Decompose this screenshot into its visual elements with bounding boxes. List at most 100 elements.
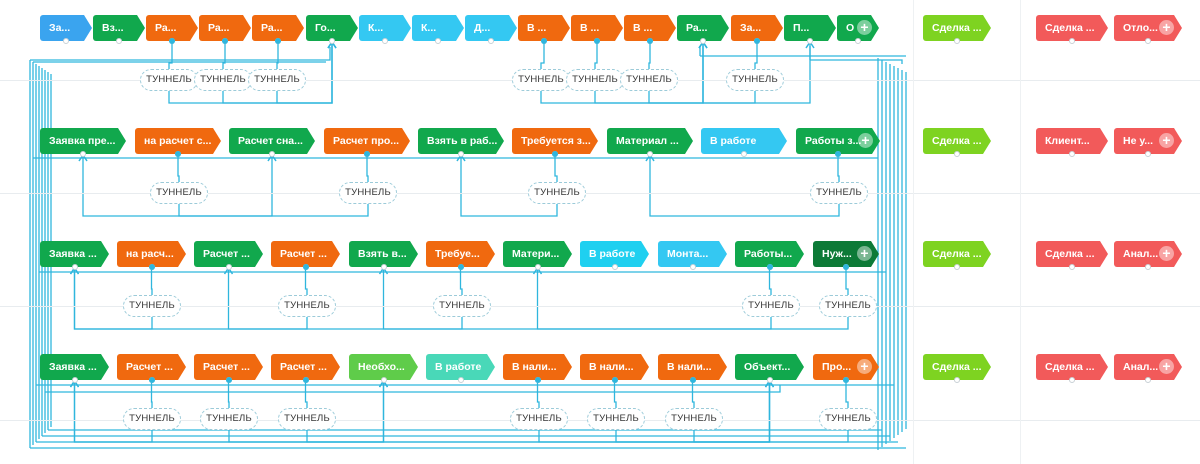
stage-chip[interactable]: Ра... (146, 15, 198, 41)
stage-label: Сделка ... (932, 361, 982, 373)
tunnel-node[interactable]: ТУННЕЛЬ (140, 69, 198, 91)
tunnel-node[interactable]: ТУННЕЛЬ (665, 408, 723, 430)
stage-chip[interactable]: Взять в... (349, 241, 418, 267)
stage-chip[interactable]: В работе (701, 128, 787, 154)
stage-chip[interactable]: Расчет про... (324, 128, 410, 154)
fail-stage-chip[interactable]: Сделка ... (1036, 354, 1108, 380)
tunnel-node[interactable]: ТУННЕЛЬ (726, 69, 784, 91)
add-stage-button[interactable]: + (857, 20, 872, 35)
stage-chip[interactable]: Ра... (677, 15, 729, 41)
stage-chip[interactable]: Монта... (658, 241, 727, 267)
stage-label: Монта... (667, 248, 709, 260)
stage-chip[interactable]: Заявка ... (40, 241, 109, 267)
stage-chip[interactable]: Необхо... (349, 354, 418, 380)
stage-chip[interactable]: В ... (518, 15, 570, 41)
stage-chip[interactable]: Расчет ... (194, 354, 263, 380)
stage-label: Заявка ... (49, 361, 97, 373)
stage-chip[interactable]: За... (731, 15, 783, 41)
stage-label: Про... (822, 361, 852, 373)
stage-chip[interactable]: Д... (465, 15, 517, 41)
fail-stage-chip[interactable]: Не у... (1114, 128, 1182, 154)
success-stage-chip[interactable]: Сделка ... (923, 241, 991, 267)
stage-chip[interactable]: на расчет с... (135, 128, 221, 154)
add-stage-button[interactable]: + (1159, 359, 1174, 374)
stage-chip[interactable]: В ... (571, 15, 623, 41)
tunnel-start-pin (647, 38, 653, 44)
stage-chip[interactable]: на расч... (117, 241, 186, 267)
tunnel-node[interactable]: ТУННЕЛЬ (248, 69, 306, 91)
tunnel-node[interactable]: ТУННЕЛЬ (339, 182, 397, 204)
add-stage-button[interactable]: + (1159, 133, 1174, 148)
stage-chip[interactable]: К... (359, 15, 411, 41)
stage-chip[interactable]: Материал ... (607, 128, 693, 154)
tunnel-node[interactable]: ТУННЕЛЬ (566, 69, 624, 91)
tunnel-node[interactable]: ТУННЕЛЬ (200, 408, 258, 430)
tunnel-node[interactable]: ТУННЕЛЬ (123, 408, 181, 430)
success-stage-chip[interactable]: Сделка ... (923, 128, 991, 154)
stage-label: Ра... (208, 22, 230, 34)
tunnel-node[interactable]: ТУННЕЛЬ (278, 408, 336, 430)
tunnel-node[interactable]: ТУННЕЛЬ (620, 69, 678, 91)
stage-label: Материал ... (616, 135, 679, 147)
success-stage-chip[interactable]: Сделка ... (923, 15, 991, 41)
stage-chip[interactable]: Ра... (199, 15, 251, 41)
success-stage-chip[interactable]: Сделка ... (923, 354, 991, 380)
stage-chip[interactable]: В нали... (658, 354, 727, 380)
stage-label: К... (368, 22, 384, 34)
tunnel-node[interactable]: ТУННЕЛЬ (512, 69, 570, 91)
stage-chip[interactable]: Расчет ... (117, 354, 186, 380)
stage-chip[interactable]: О (837, 15, 879, 41)
stage-chip[interactable]: Матери... (503, 241, 572, 267)
tunnel-node[interactable]: ТУННЕЛЬ (819, 295, 877, 317)
stage-chip[interactable]: Взять в раб... (418, 128, 504, 154)
stage-chip[interactable]: Ра... (252, 15, 304, 41)
add-stage-button[interactable]: + (1159, 246, 1174, 261)
tunnel-node[interactable]: ТУННЕЛЬ (587, 408, 645, 430)
stage-chip[interactable]: В нали... (503, 354, 572, 380)
stage-chip[interactable]: В ... (624, 15, 676, 41)
stage-chip[interactable]: Вз... (93, 15, 145, 41)
stage-chip[interactable]: Объект... (735, 354, 804, 380)
stage-chip[interactable]: Расчет ... (194, 241, 263, 267)
fail-stage-chip[interactable]: Анал... (1114, 354, 1182, 380)
tunnel-node[interactable]: ТУННЕЛЬ (433, 295, 491, 317)
stage-chip[interactable]: П... (784, 15, 836, 41)
tunnel-node[interactable]: ТУННЕЛЬ (528, 182, 586, 204)
stage-chip[interactable]: В работе (580, 241, 649, 267)
tunnel-node[interactable]: ТУННЕЛЬ (150, 182, 208, 204)
tunnel-node[interactable]: ТУННЕЛЬ (742, 295, 800, 317)
stage-chip[interactable]: Расчет сна... (229, 128, 315, 154)
stage-chip[interactable]: Нуж... (813, 241, 879, 267)
tunnel-node[interactable]: ТУННЕЛЬ (194, 69, 252, 91)
stage-chip[interactable]: Про... (813, 354, 879, 380)
stage-chip[interactable]: Расчет ... (271, 241, 340, 267)
stage-chip[interactable]: Расчет ... (271, 354, 340, 380)
fail-stage-chip[interactable]: Отло... (1114, 15, 1182, 41)
fail-stage-chip[interactable]: Сделка ... (1036, 241, 1108, 267)
tunnel-node[interactable]: ТУННЕЛЬ (278, 295, 336, 317)
stage-label: Анал... (1123, 248, 1159, 260)
stage-chip[interactable]: В нали... (580, 354, 649, 380)
fail-stage-chip[interactable]: Сделка ... (1036, 15, 1108, 41)
add-stage-button[interactable]: + (857, 359, 872, 374)
tunnel-wire (768, 267, 772, 295)
tunnel-node[interactable]: ТУННЕЛЬ (819, 408, 877, 430)
stage-chip[interactable]: Работы... (735, 241, 804, 267)
stage-chip[interactable]: К... (412, 15, 464, 41)
fail-stage-chip[interactable]: Клиент... (1036, 128, 1108, 154)
stage-chip[interactable]: Работы з... (796, 128, 880, 154)
tunnel-node[interactable]: ТУННЕЛЬ (123, 295, 181, 317)
stage-chip[interactable]: Требуется з... (512, 128, 598, 154)
tunnel-node[interactable]: ТУННЕЛЬ (510, 408, 568, 430)
add-stage-button[interactable]: + (858, 133, 873, 148)
stage-chip[interactable]: Заявка ... (40, 354, 109, 380)
stage-chip[interactable]: Заявка пре... (40, 128, 126, 154)
tunnel-node[interactable]: ТУННЕЛЬ (810, 182, 868, 204)
stage-chip[interactable]: Требуе... (426, 241, 495, 267)
stage-chip[interactable]: В работе (426, 354, 495, 380)
add-stage-button[interactable]: + (1159, 20, 1174, 35)
fail-stage-chip[interactable]: Анал... (1114, 241, 1182, 267)
stage-chip[interactable]: Го... (306, 15, 358, 41)
stage-chip[interactable]: За... (40, 15, 92, 41)
add-stage-button[interactable]: + (857, 246, 872, 261)
